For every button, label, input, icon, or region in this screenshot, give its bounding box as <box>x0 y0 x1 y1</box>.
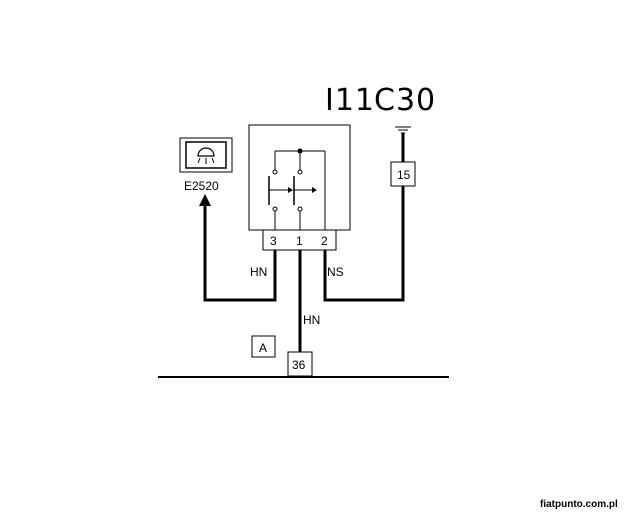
relay-switch <box>248 124 351 231</box>
pin-1-label: 1 <box>296 234 303 248</box>
terminal-15-box <box>390 161 416 187</box>
lamp-icon <box>179 137 233 173</box>
node-36-label: 36 <box>292 358 306 372</box>
component-id: I11 <box>325 83 375 118</box>
marker-a-label: A <box>259 341 267 355</box>
watermark: fiatpunto.com.pl <box>540 499 618 510</box>
marker-a-box <box>251 335 276 358</box>
wire-left-label: HN <box>250 265 267 279</box>
ground-icon <box>395 126 411 162</box>
pin-3-label: 3 <box>270 234 277 248</box>
wire-left <box>203 205 277 302</box>
wire-center-label: HN <box>303 313 320 327</box>
wire-right <box>323 186 405 302</box>
terminal-15-label: 15 <box>397 168 411 182</box>
pin-2-label: 2 <box>321 234 328 248</box>
connector-id: C30 <box>374 83 436 118</box>
wire-right-label: NS <box>327 265 344 279</box>
arrow-up-icon <box>199 194 211 206</box>
lamp-label: E2520 <box>184 179 219 193</box>
